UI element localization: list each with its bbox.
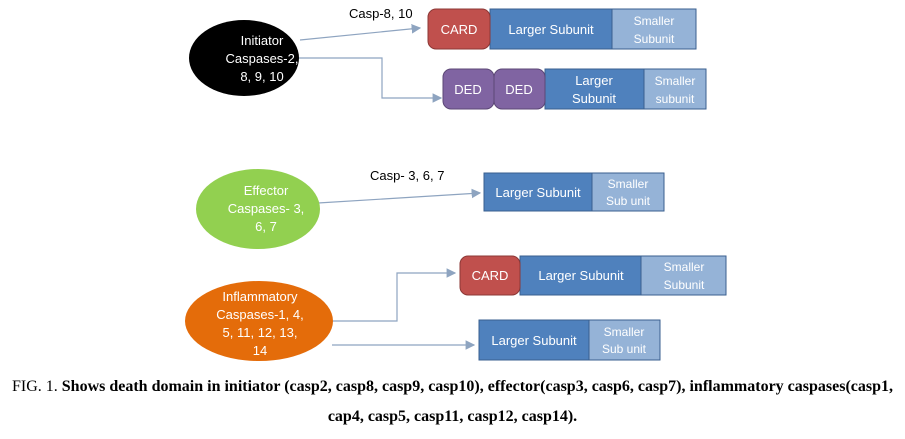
- effector-node: Effector Caspases- 3, 6, 7: [196, 169, 320, 249]
- figure-caption: FIG. 1. Shows death domain in initiator …: [0, 372, 905, 432]
- ded-domain-box-1: [442, 68, 495, 110]
- smaller-subunit-box: [640, 255, 727, 296]
- card-domain-box: [427, 8, 491, 50]
- connectors: [294, 24, 482, 350]
- structure-row-1: CARD Larger Subunit Smaller Subunit: [427, 8, 697, 50]
- larger-subunit-label: Larger Subunit: [508, 22, 594, 37]
- effector-line-1: Effector: [244, 183, 289, 198]
- effector-line-3: 6, 7: [255, 219, 277, 234]
- smaller-subunit-label-1: Smaller: [634, 14, 675, 28]
- initiator-node: Initiator Caspases-2, 8, 9, 10: [189, 20, 299, 96]
- edge-label-casp-8-10: Casp-8, 10: [349, 6, 413, 21]
- effector-line-2: Caspases- 3,: [228, 201, 305, 216]
- smaller-subunit-box: [588, 319, 661, 361]
- inflammatory-line-3: 5, 11, 12, 13,: [223, 325, 298, 340]
- card-label: CARD: [441, 22, 478, 37]
- caption-text: Shows death domain in initiator (casp2, …: [61, 378, 894, 425]
- inflammatory-line-1: Inflammatory: [222, 289, 298, 304]
- card-label: CARD: [472, 268, 509, 283]
- inflammatory-line-2: Caspases-1, 4,: [216, 307, 303, 322]
- smaller-subunit-label-1: Smaller: [664, 260, 705, 274]
- smaller-subunit-box: [643, 68, 707, 110]
- smaller-subunit-label-1: Smaller: [608, 177, 649, 191]
- initiator-line-1: Initiator: [241, 33, 284, 48]
- larger-subunit-label-1: Larger: [575, 73, 613, 88]
- larger-subunit-box: [519, 255, 642, 296]
- larger-subunit-label: Larger Subunit: [538, 268, 624, 283]
- smaller-subunit-label-2: Subunit: [634, 32, 675, 46]
- inflammatory-line-4: 14: [253, 343, 267, 358]
- inflammatory-node: Inflammatory Caspases-1, 4, 5, 11, 12, 1…: [185, 281, 333, 361]
- structure-row-4: CARD Larger Subunit Smaller Subunit: [459, 255, 727, 296]
- caption-figure-number: FIG. 1.: [11, 378, 58, 395]
- larger-subunit-label: Larger Subunit: [495, 185, 581, 200]
- larger-subunit-label: Larger Subunit: [491, 333, 577, 348]
- structure-row-2: DED DED Larger Subunit Smaller subunit: [442, 68, 707, 110]
- smaller-subunit-box: [591, 172, 665, 212]
- edge-label-casp-3-6-7: Casp- 3, 6, 7: [370, 168, 444, 183]
- larger-subunit-label-2: Subunit: [572, 91, 616, 106]
- ded-label-1: DED: [454, 82, 481, 97]
- structure-row-5: Larger Subunit Smaller Sub unit: [478, 319, 661, 361]
- connector-initiator-card: [299, 24, 422, 41]
- smaller-subunit-label-2: subunit: [656, 92, 695, 106]
- initiator-line-2: Caspases-2,: [226, 51, 299, 66]
- ded-label-2: DED: [505, 82, 532, 97]
- smaller-subunit-label-2: Sub unit: [602, 342, 647, 356]
- larger-subunit-box: [544, 68, 645, 110]
- connector-effector-row3: [317, 188, 482, 204]
- smaller-subunit-label-1: Smaller: [604, 325, 645, 339]
- smaller-subunit-label-2: Sub unit: [606, 194, 651, 208]
- smaller-subunit-box: [611, 8, 697, 50]
- structure-row-3: Larger Subunit Smaller Sub unit: [483, 172, 665, 212]
- connector-inflammatory-card: [333, 268, 457, 322]
- larger-subunit-box: [483, 172, 593, 212]
- larger-subunit-box: [489, 8, 613, 50]
- smaller-subunit-label-1: Smaller: [655, 74, 696, 88]
- smaller-subunit-label-2: Subunit: [664, 278, 705, 292]
- connector-initiator-ded: [294, 57, 443, 103]
- initiator-line-3: 8, 9, 10: [240, 69, 283, 84]
- card-domain-box: [459, 255, 521, 296]
- larger-subunit-box: [478, 319, 590, 361]
